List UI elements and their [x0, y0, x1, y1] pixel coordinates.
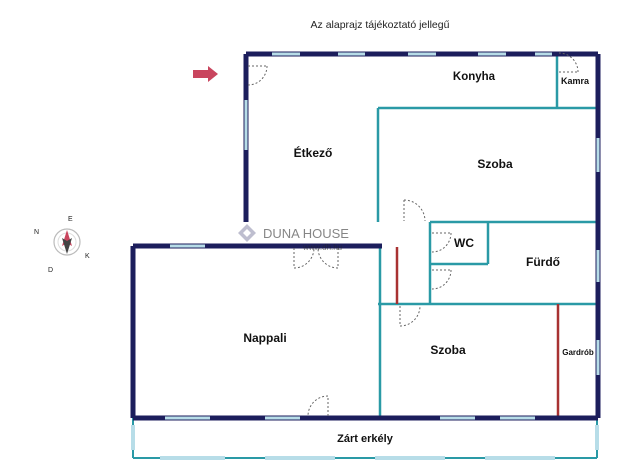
- balcony-windows: [131, 425, 599, 460]
- door-szoba-bottom: [399, 305, 421, 327]
- door-szoba-top: [403, 199, 426, 222]
- door-furdo: [431, 269, 452, 290]
- partitions: [395, 247, 560, 417]
- room-label-nappali: Nappali: [243, 331, 286, 345]
- compass-letter-e: E: [68, 216, 73, 223]
- room-label-szoba-bottom: Szoba: [430, 343, 466, 357]
- door-wc: [431, 232, 452, 253]
- door-entrance: [247, 65, 268, 86]
- compass-icon: N E K D: [34, 216, 90, 274]
- watermark-brand: DUNA HOUSE: [263, 226, 349, 241]
- room-label-zart-erkely: Zárt erkély: [337, 433, 394, 445]
- duna-house-logo-icon: [238, 224, 256, 242]
- room-label-konyha: Konyha: [453, 71, 496, 83]
- inner-walls: [376, 56, 598, 417]
- compass-letter-k: K: [85, 253, 90, 260]
- entrance-arrow-icon: [193, 66, 218, 82]
- room-label-etkezo: Étkező: [294, 145, 333, 160]
- room-label-wc: WC: [454, 236, 474, 250]
- room-label-kamra: Kamra: [561, 76, 590, 86]
- room-label-gardrob: Gardrób: [562, 348, 594, 357]
- door-nappali: [293, 247, 339, 269]
- compass-letter-n: N: [34, 229, 39, 236]
- watermark-url: www.dh.hu: [302, 243, 342, 252]
- compass-letter-d: D: [48, 267, 53, 274]
- door-balcony: [307, 395, 329, 417]
- door-kamra: [558, 52, 579, 73]
- room-label-szoba-top: Szoba: [477, 157, 513, 171]
- watermark: DUNA HOUSE www.dh.hu: [238, 224, 349, 252]
- windows: [165, 52, 600, 420]
- disclaimer-note: Az alaprajz tájékoztató jellegű: [311, 19, 450, 31]
- room-label-furdo: Fürdő: [526, 255, 560, 269]
- doors: [247, 52, 579, 417]
